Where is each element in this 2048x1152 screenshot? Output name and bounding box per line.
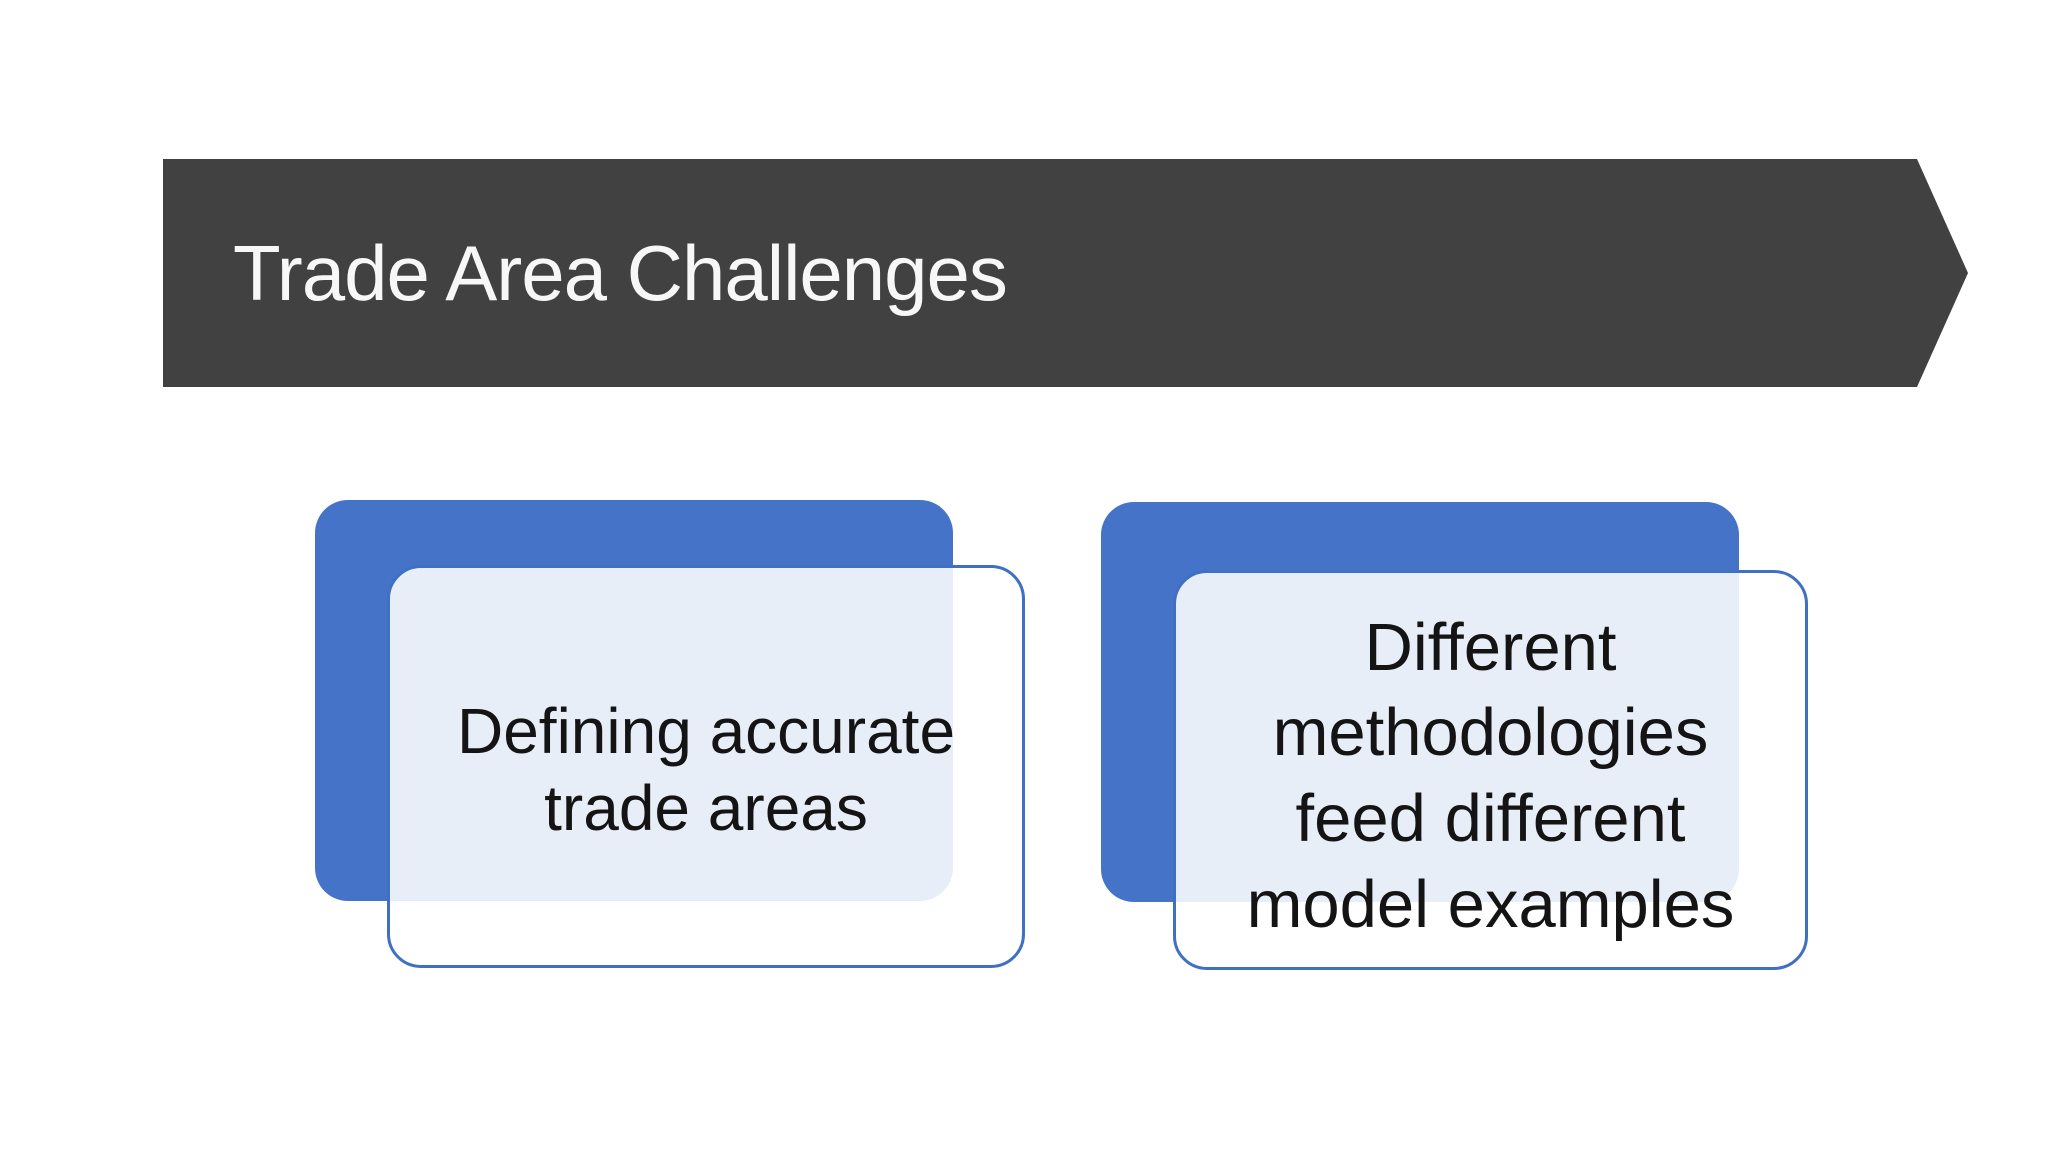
- card-front-shape: Different methodologies feed different m…: [1173, 570, 1808, 970]
- card-text: Different methodologies feed different m…: [1246, 609, 1735, 942]
- card-front-shape: Defining accurate trade areas: [387, 565, 1025, 968]
- slide-title: Trade Area Challenges: [233, 228, 1008, 317]
- title-banner: Trade Area Challenges: [163, 159, 1968, 387]
- card-text: Defining accurate trade areas: [456, 695, 956, 844]
